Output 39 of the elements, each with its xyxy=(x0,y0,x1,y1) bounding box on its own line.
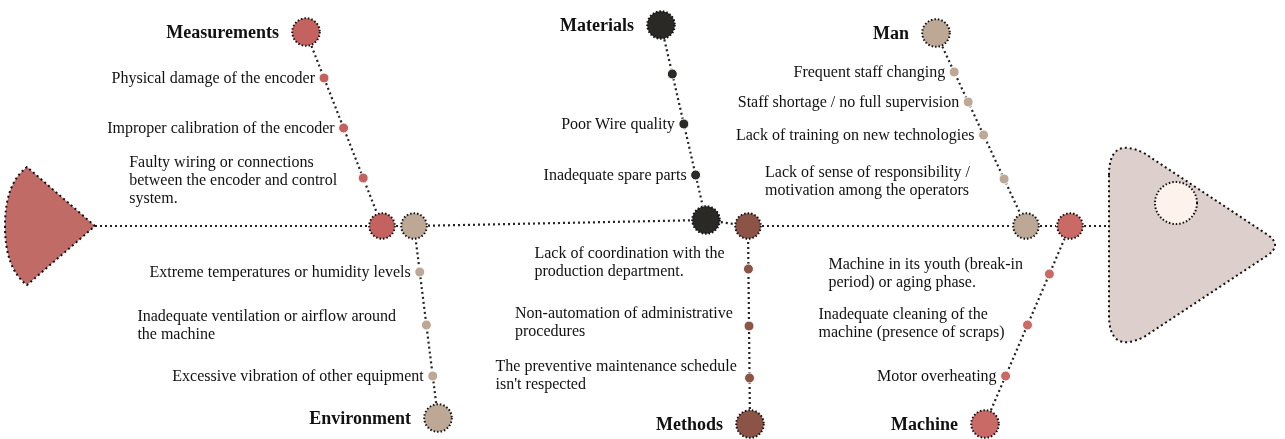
junction-circle xyxy=(691,205,721,235)
category-heading: Machine xyxy=(891,413,958,435)
cause-text: Lack of training on new technologies xyxy=(736,126,975,144)
dotted-line xyxy=(989,238,1066,411)
dotted-line xyxy=(396,224,400,228)
cause-text: Poor Wire quality xyxy=(561,115,675,133)
dotted-line xyxy=(310,45,378,214)
cause-text: The preventive maintenance schedule isn't respected xyxy=(495,357,738,393)
cause-text: Inadequate ventilation or airflow around the machine xyxy=(137,307,397,343)
category-heading: Environment xyxy=(309,407,411,429)
junction-circle xyxy=(1056,212,1084,240)
junction-circle xyxy=(734,212,762,240)
tail-triangle xyxy=(5,165,95,287)
cause-text: Faulty wiring or connections between the encoder and control system. xyxy=(129,153,339,207)
cause-text: Physical damage of the encoder xyxy=(111,69,316,87)
cause-text: Staff shortage / no full supervision xyxy=(737,93,960,111)
dotted-line xyxy=(762,224,1012,228)
dotted-line xyxy=(414,239,438,404)
dotted-line xyxy=(1084,224,1108,228)
junction-circle xyxy=(368,212,396,240)
cause-text: Non-automation of administrative procedures xyxy=(515,304,734,340)
cause-text: Extreme temperatures or humidity levels xyxy=(149,263,411,281)
dotted-line xyxy=(95,224,368,228)
cause-text: Lack of sense of responsibility / motivation among the operators xyxy=(765,163,971,199)
junction-circle xyxy=(400,212,428,240)
dotted-line xyxy=(747,240,751,409)
cause-text: Machine in its youth (break-in period) or aging phase. xyxy=(828,255,1025,291)
cause-text: Excessive vibration of other equipment xyxy=(172,367,424,385)
category-heading: Man xyxy=(873,22,909,44)
cause-text: Inadequate cleaning of the machine (presence of scraps) xyxy=(818,305,1006,341)
category-heading: Materials xyxy=(560,14,634,36)
category-heading: Methods xyxy=(656,413,723,435)
dotted-line xyxy=(427,219,692,227)
cause-text: Motor overheating xyxy=(877,367,997,385)
category-heading: Measurements xyxy=(166,21,279,43)
dotted-line xyxy=(720,221,735,226)
dotted-line xyxy=(941,46,1022,214)
junction-circle xyxy=(1012,212,1040,240)
cause-text: Lack of coordination with the production department. xyxy=(534,244,726,280)
